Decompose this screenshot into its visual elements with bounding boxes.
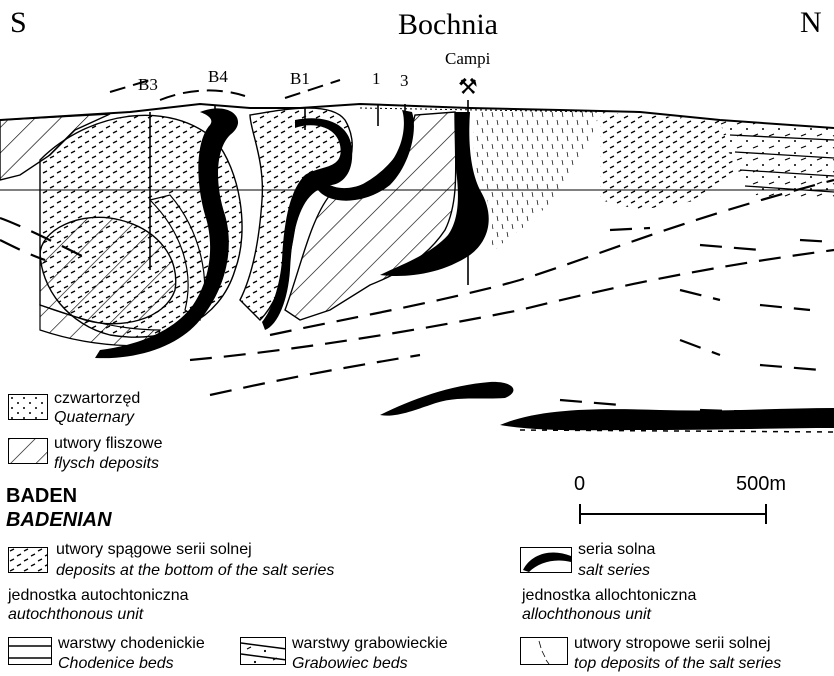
top-salt-deposits xyxy=(473,112,600,255)
allochthonous-label-pl: jednostka allochtoniczna xyxy=(522,588,696,604)
bottom-salt-label-pl: utwory spągowe serii solnej xyxy=(56,542,252,558)
south-label: S xyxy=(10,8,27,38)
bottom-salt-label-en: deposits at the bottom of the salt serie… xyxy=(56,563,334,579)
grabowiec-label-pl: warstwy grabowieckie xyxy=(292,636,448,652)
quaternary-swatch xyxy=(8,394,48,420)
campi-label: Campi xyxy=(445,50,490,67)
well-b3-label: B3 xyxy=(138,76,158,93)
well-3-label: 3 xyxy=(400,72,409,89)
mine-icon: ⚒ xyxy=(458,76,478,98)
badenian-heading: BADENIAN xyxy=(6,510,112,530)
grabowiec-label-en: Grabowiec beds xyxy=(292,656,408,672)
autochthonous-label-en: autochthonous unit xyxy=(8,607,143,623)
top-salt-label-en: top deposits of the salt series xyxy=(574,656,781,672)
bottom-salt-swatch xyxy=(8,547,48,573)
allochthonous-label-en: allochthonous unit xyxy=(522,607,651,623)
flysch-label-en: flysch deposits xyxy=(54,456,159,472)
chodenice-swatch xyxy=(8,637,52,665)
quaternary-label-pl: czwartorzęd xyxy=(54,391,140,407)
top-salt-swatch xyxy=(520,637,568,665)
scale-bar xyxy=(578,502,770,526)
scale-start-label: 0 xyxy=(574,474,585,494)
salt-series-label-en: salt series xyxy=(578,563,650,579)
quaternary-label-en: Quaternary xyxy=(54,410,134,426)
salt-series-label-pl: seria solna xyxy=(578,542,655,558)
salt-lens-lower-left xyxy=(380,382,513,416)
flysch-label-pl: utwory fliszowe xyxy=(54,436,162,452)
salt-lens-lower-right xyxy=(500,408,834,430)
bottom-salt-lower xyxy=(520,430,834,432)
grabowiec-swatch xyxy=(240,637,286,665)
well-b4-label: B4 xyxy=(208,68,228,85)
chodenice-label-en: Chodenice beds xyxy=(58,656,174,672)
page-title: Bochnia xyxy=(398,10,498,40)
scale-end-label: 500m xyxy=(736,474,786,494)
allochthonous-right xyxy=(600,112,735,210)
north-label: N xyxy=(800,8,822,38)
top-salt-label-pl: utwory stropowe serii solnej xyxy=(574,636,771,652)
salt-series-swatch xyxy=(520,547,572,573)
well-b1-label: B1 xyxy=(290,70,310,87)
autochthonous-label-pl: jednostka autochtoniczna xyxy=(8,588,189,604)
well-1-label: 1 xyxy=(372,70,381,87)
flysch-swatch xyxy=(8,438,48,464)
chodenice-label-pl: warstwy chodenickie xyxy=(58,636,205,652)
baden-heading: BADEN xyxy=(6,486,77,506)
